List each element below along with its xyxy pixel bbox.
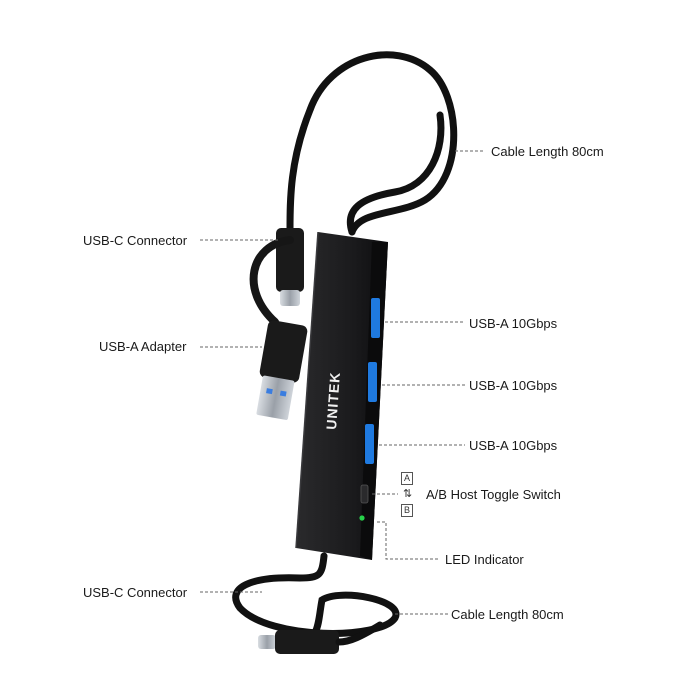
callout-usbc-bottom: USB-C Connector <box>83 585 188 600</box>
usbc-bottom-connector <box>258 621 384 654</box>
callout-usbc-top: USB-C Connector <box>83 233 188 248</box>
top-cable <box>286 51 458 236</box>
callout-port-1: USB-A 10Gbps <box>469 316 558 331</box>
usba-adapter <box>256 320 308 420</box>
usba-port-1 <box>371 298 380 338</box>
callout-cable-top: Cable Length 80cm <box>491 144 604 159</box>
callout-toggle: A/B Host Toggle Switch <box>426 487 561 502</box>
brand-logo: UNITEK <box>323 371 343 430</box>
callout-led: LED Indicator <box>445 552 524 567</box>
leader-lines <box>200 150 485 615</box>
callout-port-3: USB-A 10Gbps <box>469 438 558 453</box>
usba-port-3 <box>365 424 374 464</box>
led-dot <box>359 515 365 521</box>
callout-usba-adapter: USB-A Adapter <box>99 339 187 354</box>
toggle-arrows: ⇅ <box>403 488 413 500</box>
usba-port-2 <box>368 362 377 402</box>
callout-cable-bottom: Cable Length 80cm <box>451 607 564 622</box>
callout-port-2: USB-A 10Gbps <box>469 378 558 393</box>
toggle-switch-mark <box>360 484 369 504</box>
toggle-a-box: A <box>401 472 413 485</box>
toggle-b-box: B <box>401 504 413 517</box>
